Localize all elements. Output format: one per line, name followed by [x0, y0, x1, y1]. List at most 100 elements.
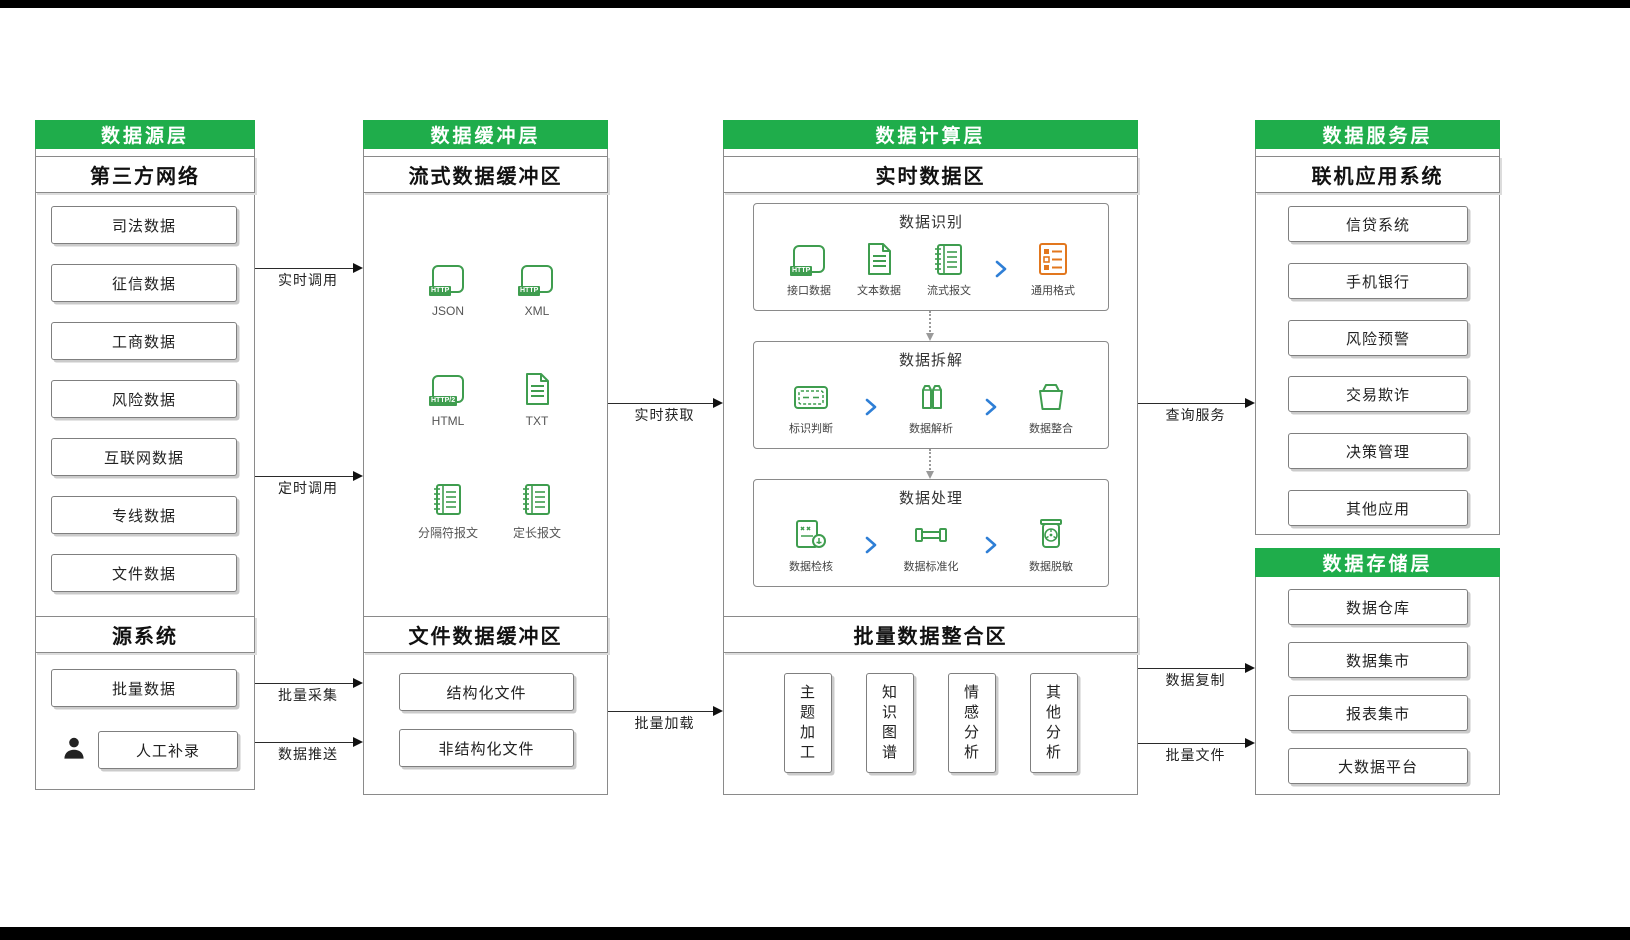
interface-data-icon: HTTP [789, 239, 829, 279]
item-label: 风险预警 [1345, 330, 1410, 348]
layer-title: 数据缓冲层 [430, 126, 541, 147]
step-identify-judgment: 标识判断 [779, 377, 843, 436]
common-format-icon [1033, 239, 1073, 279]
service-item-transaction-fraud: 交易欺诈 [1288, 376, 1468, 412]
arrow-label: 定时调用 [278, 480, 338, 496]
step-caption: 数据检核 [789, 561, 833, 573]
item-label: 征信数据 [111, 275, 176, 293]
html-file-icon: HTTP/2 [428, 369, 468, 409]
delimiter-message-icon [428, 479, 468, 519]
item-label: 交易欺诈 [1345, 386, 1410, 404]
item-label: 其他分析 [1045, 683, 1061, 762]
layer-title: 数据计算层 [875, 126, 986, 147]
batch-boxes-row: 主题加工 知识图谱 情感分析 其他分析 [724, 673, 1137, 773]
item-label: 知识图谱 [881, 683, 897, 762]
batch-item-knowledge-graph: 知识图谱 [865, 673, 914, 773]
chevron-right-icon [984, 397, 998, 417]
section-title-online-application-system: 联机应用系统 [1255, 156, 1500, 193]
chevron-right-icon [984, 535, 998, 555]
http-tag: HTTP [518, 286, 541, 296]
column-data-buffer-layer: 数据缓冲层 流式数据缓冲区 HTTP JSON HTTP XML HTTP/2 … [363, 120, 608, 795]
group-title: 数据处理 [898, 490, 963, 507]
section-title-text: 流式数据缓冲区 [408, 166, 563, 188]
arrow-label: 数据复制 [1165, 672, 1226, 688]
steps-row: 数据检核 数据标准化 数据脱敏 [779, 515, 1083, 574]
arrow-batch-collect: 批量采集 [255, 678, 363, 707]
item-label: 互联网数据 [103, 449, 184, 467]
source-item-file-data: 文件数据 [51, 554, 237, 592]
data-integrate-icon [1031, 377, 1071, 417]
data-mask-icon [1031, 515, 1071, 555]
buffer-item-structured-file: 结构化文件 [399, 673, 574, 711]
arrow-batch-load: 批量加载 [608, 706, 723, 735]
item-label: 主题加工 [799, 683, 815, 762]
service-item-other-applications: 其他应用 [1288, 490, 1468, 526]
icon-caption: XML [524, 304, 550, 318]
storage-item-bigdata-platform: 大数据平台 [1288, 748, 1468, 784]
layer-header-source: 数据源层 [35, 120, 255, 149]
source-item-judicial-data: 司法数据 [51, 206, 237, 244]
service-item-decision-management: 决策管理 [1288, 433, 1468, 469]
arrow-label: 批量文件 [1165, 747, 1226, 763]
arrow-query-service: 查询服务 [1138, 398, 1255, 427]
arrow-label: 批量加载 [634, 715, 695, 731]
section-title-text: 实时数据区 [875, 166, 986, 188]
section-title-source-system: 源系统 [35, 616, 255, 653]
arrow-data-push: 数据推送 [255, 737, 363, 766]
section-title-text: 联机应用系统 [1311, 166, 1444, 188]
step-stream-message: 流式报文 [917, 239, 981, 298]
step-caption: 通用格式 [1031, 285, 1075, 297]
column-data-compute-layer: 数据计算层 实时数据区 数据识别 HTTP 接口数据 文本数据 [723, 120, 1138, 795]
step-common-format: 通用格式 [1021, 239, 1085, 298]
arrow-label: 批量采集 [278, 687, 338, 703]
source-item-business-data: 工商数据 [51, 322, 237, 360]
batch-item-sentiment-analysis: 情感分析 [947, 673, 996, 773]
item-label: 数据集市 [1345, 652, 1410, 670]
step-caption: 数据脱敏 [1029, 561, 1073, 573]
group-data-recognition: 数据识别 HTTP 接口数据 文本数据 流式报文 [753, 203, 1109, 311]
batch-item-theme-processing: 主题加工 [783, 673, 832, 773]
arrow-realtime-call: 实时调用 [255, 263, 363, 292]
group-data-decomposition: 数据拆解 标识判断 数据解析 数据整合 [753, 341, 1109, 449]
source-item-manual-entry: 人工补录 [98, 731, 238, 769]
step-caption: 流式报文 [927, 285, 971, 297]
identify-judgment-icon [791, 377, 831, 417]
section-title-realtime-area: 实时数据区 [723, 156, 1138, 193]
xml-file-icon: HTTP [517, 259, 557, 299]
group-title: 数据识别 [898, 214, 963, 231]
steps-row: HTTP 接口数据 文本数据 流式报文 通用格式 [777, 239, 1085, 298]
storage-item-data-mart: 数据集市 [1288, 642, 1468, 678]
item-label: 司法数据 [111, 217, 176, 235]
section-title-text: 文件数据缓冲区 [408, 626, 563, 648]
top-black-bar [0, 0, 1630, 8]
group-title: 数据拆解 [898, 352, 963, 369]
item-label: 专线数据 [111, 507, 176, 525]
fixed-length-message-icon [517, 479, 557, 519]
section-title-text: 源系统 [112, 626, 178, 648]
layer-header-buffer: 数据缓冲层 [363, 120, 608, 149]
arrow-scheduled-call: 定时调用 [255, 471, 363, 500]
http-tag: HTTP/2 [429, 396, 458, 406]
arrow-realtime-fetch: 实时获取 [608, 398, 723, 427]
arrow-label: 实时调用 [278, 272, 338, 288]
data-parse-icon [911, 377, 951, 417]
arrow-label: 数据推送 [278, 746, 338, 762]
step-caption: 数据整合 [1029, 423, 1073, 435]
icon-caption: 定长报文 [512, 526, 561, 540]
buffer-item-unstructured-file: 非结构化文件 [399, 729, 574, 767]
section-title-third-party-network: 第三方网络 [35, 156, 255, 193]
txt-file-icon [517, 369, 557, 409]
arrow-data-copy: 数据复制 [1138, 663, 1255, 692]
step-text-data: 文本数据 [847, 239, 911, 298]
buffer-icon-txt: TXT [495, 369, 579, 428]
arrow-label: 实时获取 [634, 407, 695, 423]
icon-caption: 分隔符报文 [417, 526, 478, 540]
source-item-batch-data: 批量数据 [51, 669, 237, 707]
layer-header-compute: 数据计算层 [723, 120, 1138, 149]
step-caption: 文本数据 [857, 285, 901, 297]
http-tag: HTTP [429, 286, 452, 296]
step-caption: 接口数据 [787, 285, 831, 297]
item-label: 数据仓库 [1345, 599, 1410, 617]
section-title-file-buffer: 文件数据缓冲区 [363, 616, 608, 653]
